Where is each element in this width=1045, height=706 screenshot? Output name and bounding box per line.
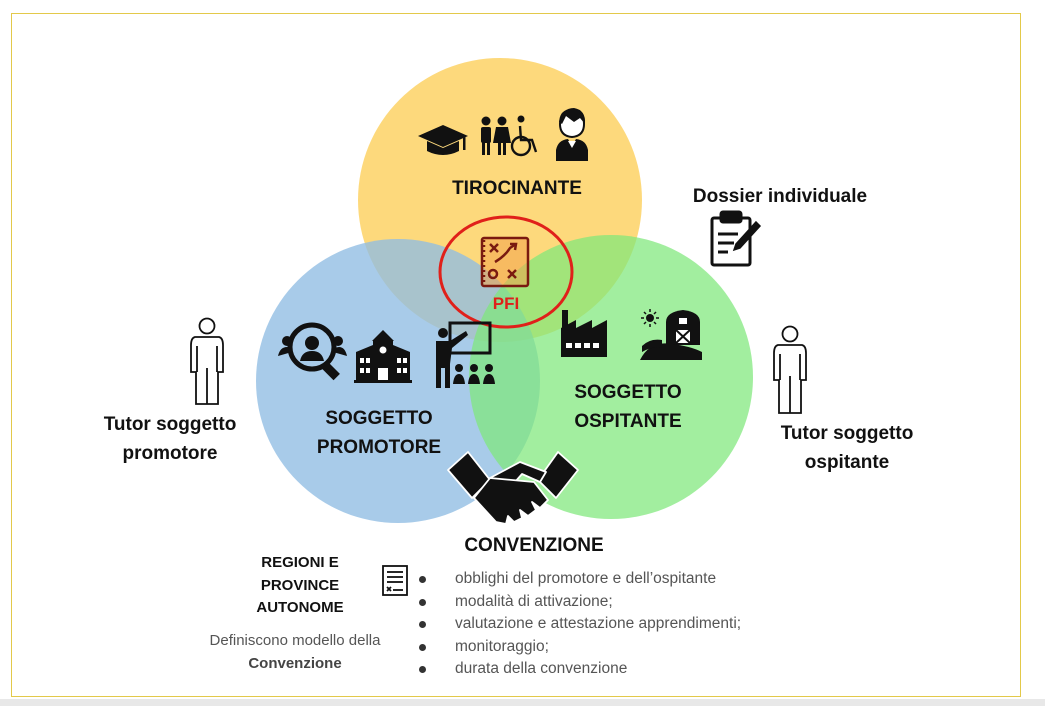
promotore-label-line1: SOGGETTO	[325, 408, 433, 429]
soggetto-promotore-label: SOGGETTO PROMOTORE	[296, 404, 462, 462]
tutor-ospitante-label: Tutor soggetto ospitante	[762, 419, 932, 477]
convenzione-item: valutazione e attestazione apprendimenti…	[455, 615, 742, 633]
regioni-line2: PROVINCE	[260, 576, 340, 594]
regioni-desc-line1: Definiscono modello della	[209, 632, 381, 649]
bullet-icon	[419, 621, 426, 629]
bottom-strip	[0, 699, 1045, 706]
clipboard-edit-icon	[710, 210, 762, 267]
ospitante-label-line2: OSPITANTE	[574, 411, 682, 432]
tutor-ospitante-line1: Tutor soggetto	[780, 423, 914, 444]
bullet-icon	[419, 576, 426, 583]
regioni-description: Definiscono modello della Convenzione	[186, 629, 404, 675]
regioni-desc-line2: Convenzione	[248, 655, 342, 672]
graduation-cap-icon	[418, 125, 468, 155]
regioni-line1: REGIONI E	[261, 554, 339, 571]
ospitante-label-line1: SOGGETTO	[574, 382, 682, 403]
bullet-icon	[419, 598, 426, 606]
school-icon	[354, 330, 412, 383]
person-outline-icon	[773, 325, 807, 414]
pfi-label: PFI	[493, 294, 519, 313]
farm-barn-icon	[640, 309, 702, 360]
tutor-promotore-label: Tutor soggetto promotore	[86, 410, 254, 468]
tutor-ospitante-line2: ospitante	[804, 452, 890, 473]
bullet-icon	[419, 666, 426, 674]
factory-icon	[561, 310, 607, 357]
person-outline-icon	[190, 317, 224, 405]
handshake-icon	[447, 451, 579, 525]
document-icon	[382, 565, 408, 596]
list-item: valutazione e attestazione apprendimenti…	[418, 613, 741, 636]
convenzione-item: durata della convenzione	[455, 660, 628, 678]
list-item: durata della convenzione	[418, 658, 741, 681]
convenzione-list: obblighi del promotore e dell’ospitante …	[418, 568, 741, 681]
teacher-class-icon	[436, 321, 495, 388]
list-item: modalità di attivazione;	[418, 591, 741, 614]
convenzione-title: CONVENZIONE	[464, 535, 604, 556]
regioni-label: REGIONI E PROVINCE AUTONOME	[236, 552, 364, 620]
tirocinante-label: TIROCINANTE	[452, 178, 582, 199]
ospitante-circle	[469, 235, 753, 519]
bullet-icon	[419, 643, 426, 651]
regioni-line3: AUTONOME	[256, 599, 344, 616]
tutor-promotore-line1: Tutor soggetto	[103, 414, 237, 435]
convenzione-item: obblighi del promotore e dell’ospitante	[455, 570, 717, 587]
promotore-label-line2: PROMOTORE	[316, 437, 442, 458]
list-item: monitoraggio;	[418, 636, 741, 659]
convenzione-item: modalità di attivazione;	[455, 592, 613, 610]
search-person-icon	[278, 322, 347, 381]
convenzione-item: monitoraggio;	[455, 637, 549, 655]
soggetto-ospitante-label: SOGGETTO OSPITANTE	[548, 378, 708, 436]
tutor-promotore-line2: promotore	[122, 443, 218, 464]
wheelchair-icon	[510, 115, 538, 157]
dossier-individuale-label: Dossier individuale	[692, 186, 868, 207]
pfi-ellipse	[438, 215, 574, 329]
diagram-frame	[11, 13, 1021, 697]
strategy-plan-icon	[480, 236, 530, 288]
student-icon	[556, 108, 588, 161]
family-icon	[481, 116, 511, 155]
list-item: obblighi del promotore e dell’ospitante	[418, 568, 741, 591]
